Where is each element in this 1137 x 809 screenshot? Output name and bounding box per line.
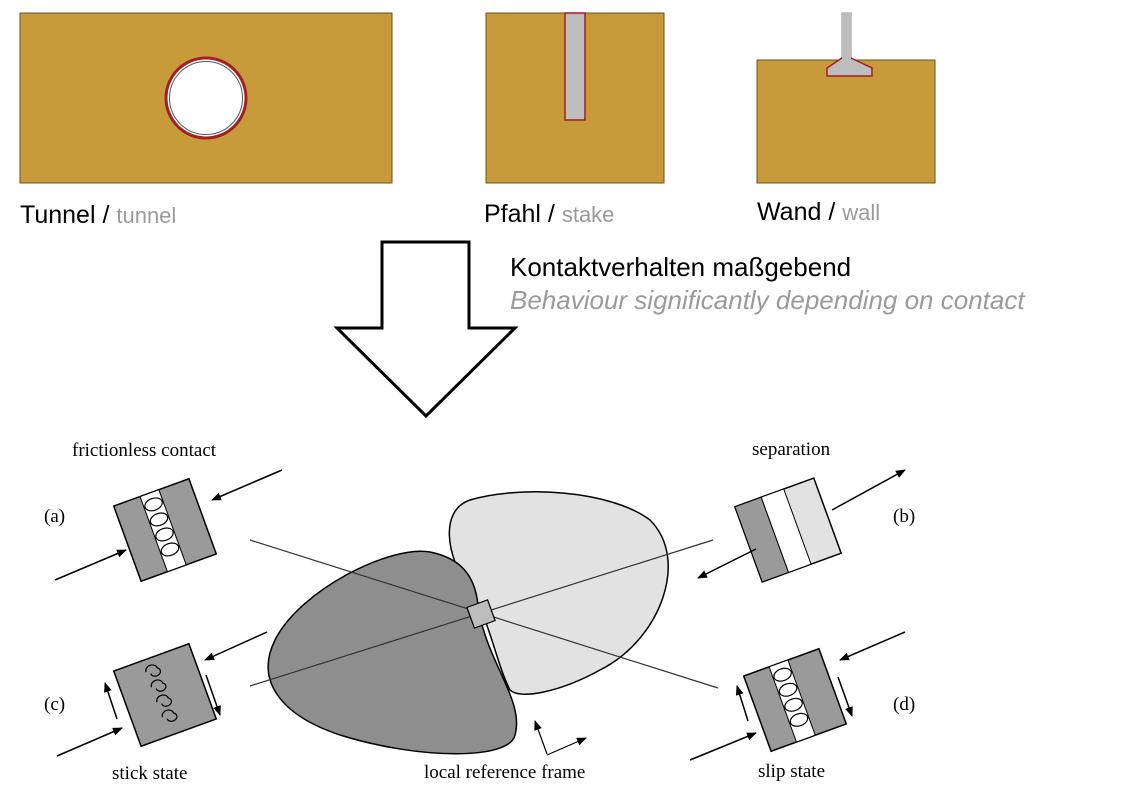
state-d-slip bbox=[689, 631, 906, 761]
state-d-letter: (d) bbox=[893, 694, 915, 715]
state-b-separation bbox=[697, 469, 906, 583]
contact-bodies bbox=[249, 491, 719, 755]
tunnel-panel bbox=[19, 12, 393, 184]
stake-label: Pfahl / stake bbox=[484, 200, 614, 228]
note-de: Kontaktverhalten maßgebend bbox=[510, 252, 851, 282]
wall-label: Wand / wall bbox=[757, 198, 880, 226]
light-body bbox=[448, 491, 669, 695]
state-b-letter: (b) bbox=[893, 506, 915, 527]
state-a-frictionless bbox=[54, 469, 283, 583]
state-a-letter: (a) bbox=[44, 506, 65, 527]
frame-axes-icon bbox=[534, 720, 587, 756]
state-b-label: separation bbox=[752, 439, 831, 460]
state-c-stick bbox=[56, 631, 268, 757]
state-c-letter: (c) bbox=[44, 694, 65, 715]
down-arrow-icon bbox=[333, 240, 519, 419]
tunnel-label: Tunnel / tunnel bbox=[20, 201, 176, 229]
local-frame-label: local reference frame bbox=[424, 762, 585, 783]
stake-panel bbox=[485, 12, 665, 184]
wall-panel bbox=[756, 12, 936, 184]
state-c-label: stick state bbox=[112, 763, 187, 784]
state-a-label: frictionless contact bbox=[72, 440, 217, 461]
note-en: Behaviour significantly depending on con… bbox=[510, 285, 1026, 315]
state-d-label: slip state bbox=[758, 761, 825, 782]
